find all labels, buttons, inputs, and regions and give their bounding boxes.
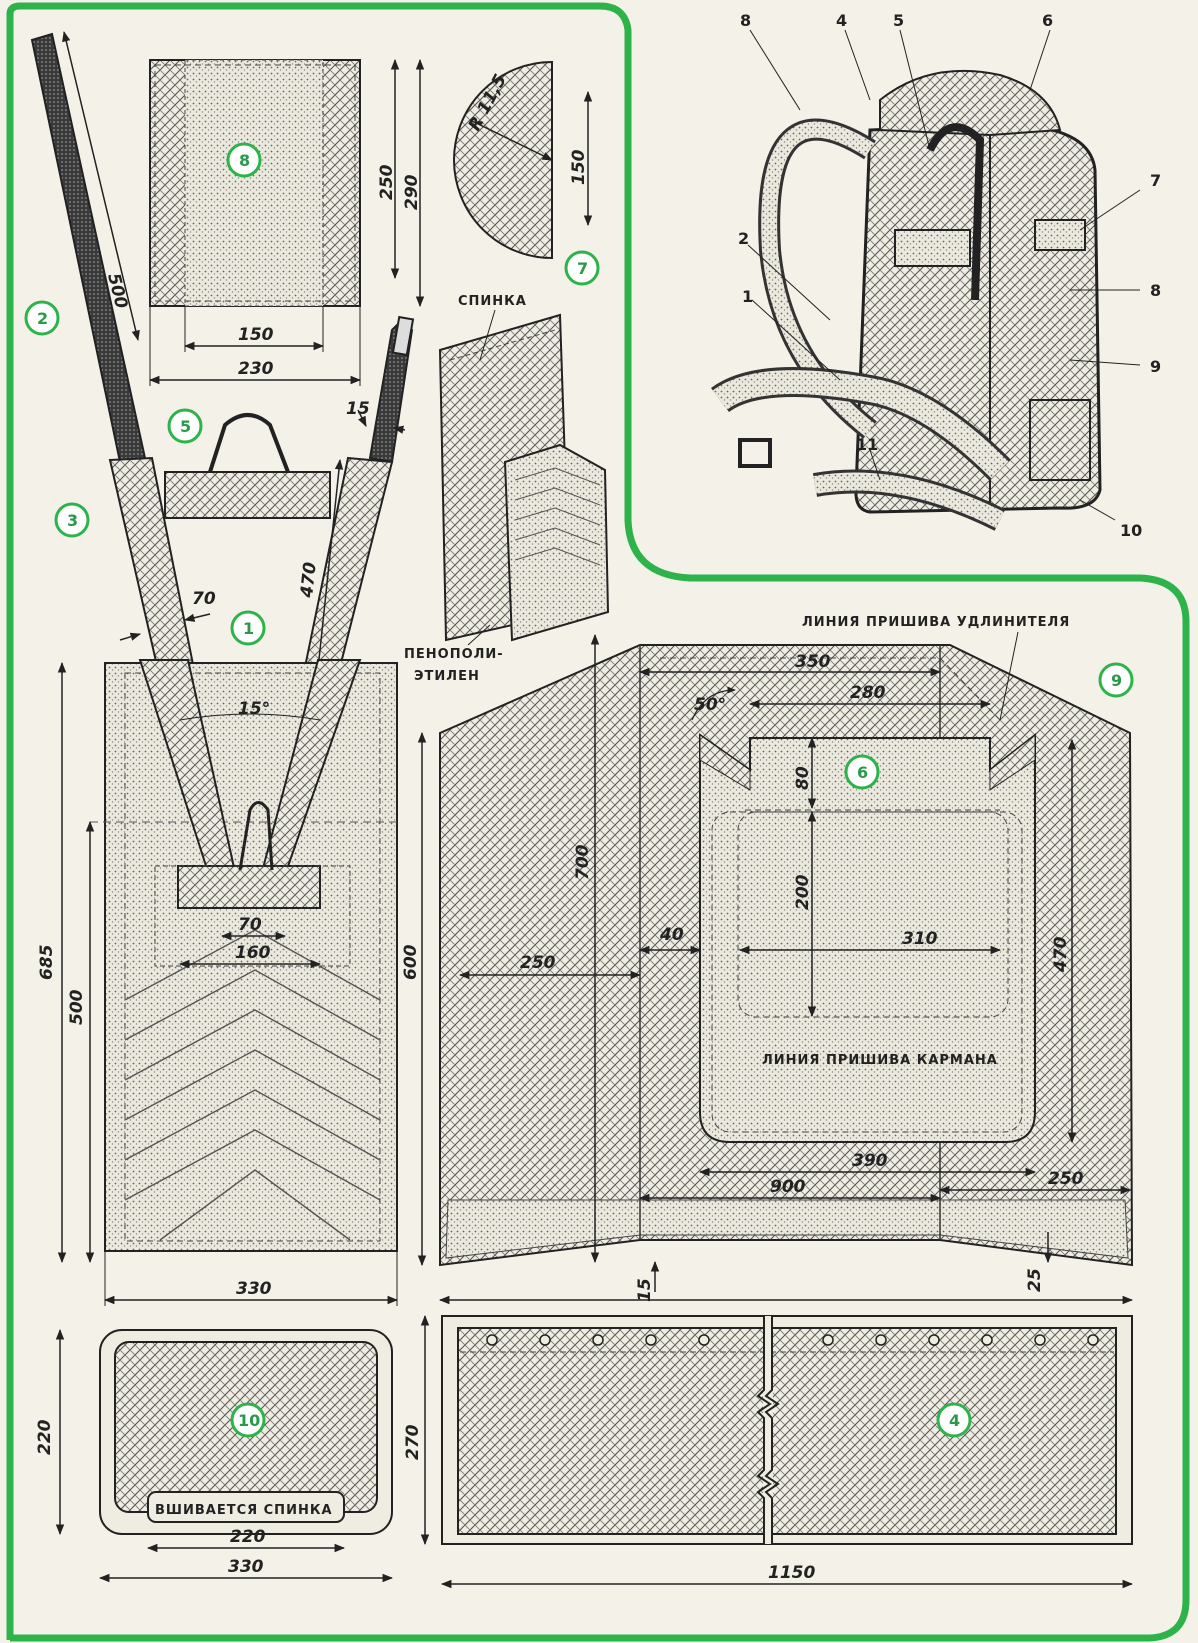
dim-270: 270: [403, 1424, 423, 1460]
dim-470-strap: 470: [297, 561, 321, 600]
dim-280: 280: [850, 683, 886, 703]
dim-220-bottom-h: 220: [35, 1419, 55, 1455]
dim-390: 390: [852, 1151, 888, 1171]
dim-80: 80: [793, 766, 813, 790]
label-foam-2: ЭТИЛЕН: [414, 669, 480, 684]
dim-70-handle: 70: [238, 915, 262, 935]
badge-8: 8: [239, 151, 250, 170]
flap-part-7: [453, 60, 553, 260]
pocket-part-8: [149, 59, 361, 307]
badge-5: 5: [180, 417, 191, 436]
pocket-part-6: [699, 732, 1036, 1143]
callout-10: 10: [1120, 521, 1142, 540]
badge-3: 3: [67, 511, 78, 530]
dim-150-flap: 150: [569, 149, 589, 185]
callout-9: 9: [1150, 357, 1161, 376]
dim-900: 900: [770, 1177, 806, 1197]
dim-70-strap: 70: [192, 589, 216, 609]
badge-10: 10: [238, 1411, 260, 1430]
label-liniya-karmana: ЛИНИЯ ПРИШИВА КАРМАНА: [762, 1053, 998, 1068]
dim-160: 160: [235, 943, 271, 963]
handle-part-5: [164, 413, 331, 519]
green-frame: [6, 2, 1190, 1642]
label-liniya-udlinitelya: ЛИНИЯ ПРИШИВА УДЛИНИТЕЛЯ: [802, 615, 1070, 630]
callout-5: 5: [893, 11, 904, 30]
dim-250: 250: [377, 164, 397, 200]
dim-310: 310: [902, 929, 938, 949]
dim-290: 290: [402, 174, 422, 210]
dim-470-pocket: 470: [1051, 936, 1071, 973]
label-spinka: СПИНКА: [458, 294, 527, 309]
dim-15-strap: 15: [346, 399, 370, 419]
dim-700: 700: [573, 844, 593, 880]
callout-1: 1: [742, 287, 753, 306]
dim-40: 40: [659, 925, 684, 945]
callout-6: 6: [1042, 11, 1053, 30]
dim-150: 150: [238, 325, 274, 345]
callout-7: 7: [1150, 171, 1161, 190]
dim-330-panel: 330: [236, 1279, 272, 1299]
dim-250-side: 250: [520, 953, 556, 973]
badge-4: 4: [949, 1411, 960, 1430]
dim-330-bottom: 330: [228, 1557, 264, 1577]
dim-600: 600: [401, 944, 421, 980]
callout-8b: 8: [1150, 281, 1161, 300]
dim-25: 25: [1025, 1268, 1045, 1292]
dim-230: 230: [238, 359, 274, 379]
dim-220-bottom-w: 220: [230, 1527, 266, 1547]
badge-1: 1: [243, 619, 254, 638]
dim-500-panel: 500: [67, 989, 87, 1025]
dim-250-wing: 250: [1048, 1169, 1084, 1189]
angle-15: 15°: [238, 699, 270, 719]
callout-8: 8: [740, 11, 751, 30]
part-badges: [24, 142, 1134, 1438]
dim-200: 200: [793, 874, 813, 910]
dim-15-hem: 15: [635, 1278, 655, 1302]
band-part-4: [441, 1315, 1133, 1545]
backpack-callouts: [747, 29, 1141, 521]
dim-350: 350: [795, 652, 831, 672]
angle-50: 50°: [694, 695, 726, 715]
badge-2: 2: [37, 309, 48, 328]
badge-7: 7: [577, 259, 588, 278]
callout-4: 4: [836, 11, 847, 30]
backpack-illustration: [711, 69, 1102, 531]
callout-11: 11: [856, 435, 878, 454]
label-vshivaetsya: ВШИВАЕТСЯ СПИНКА: [155, 1503, 333, 1518]
badge-9: 9: [1111, 671, 1122, 690]
dim-685: 685: [37, 945, 57, 981]
dim-1150: 1150: [768, 1563, 815, 1583]
badge-6: 6: [857, 763, 868, 782]
callout-2: 2: [738, 229, 749, 248]
foam-panel: [503, 443, 610, 642]
label-foam-1: ПЕНОПОЛИ-: [404, 647, 504, 662]
main-panel-part-1: [90, 659, 398, 1252]
